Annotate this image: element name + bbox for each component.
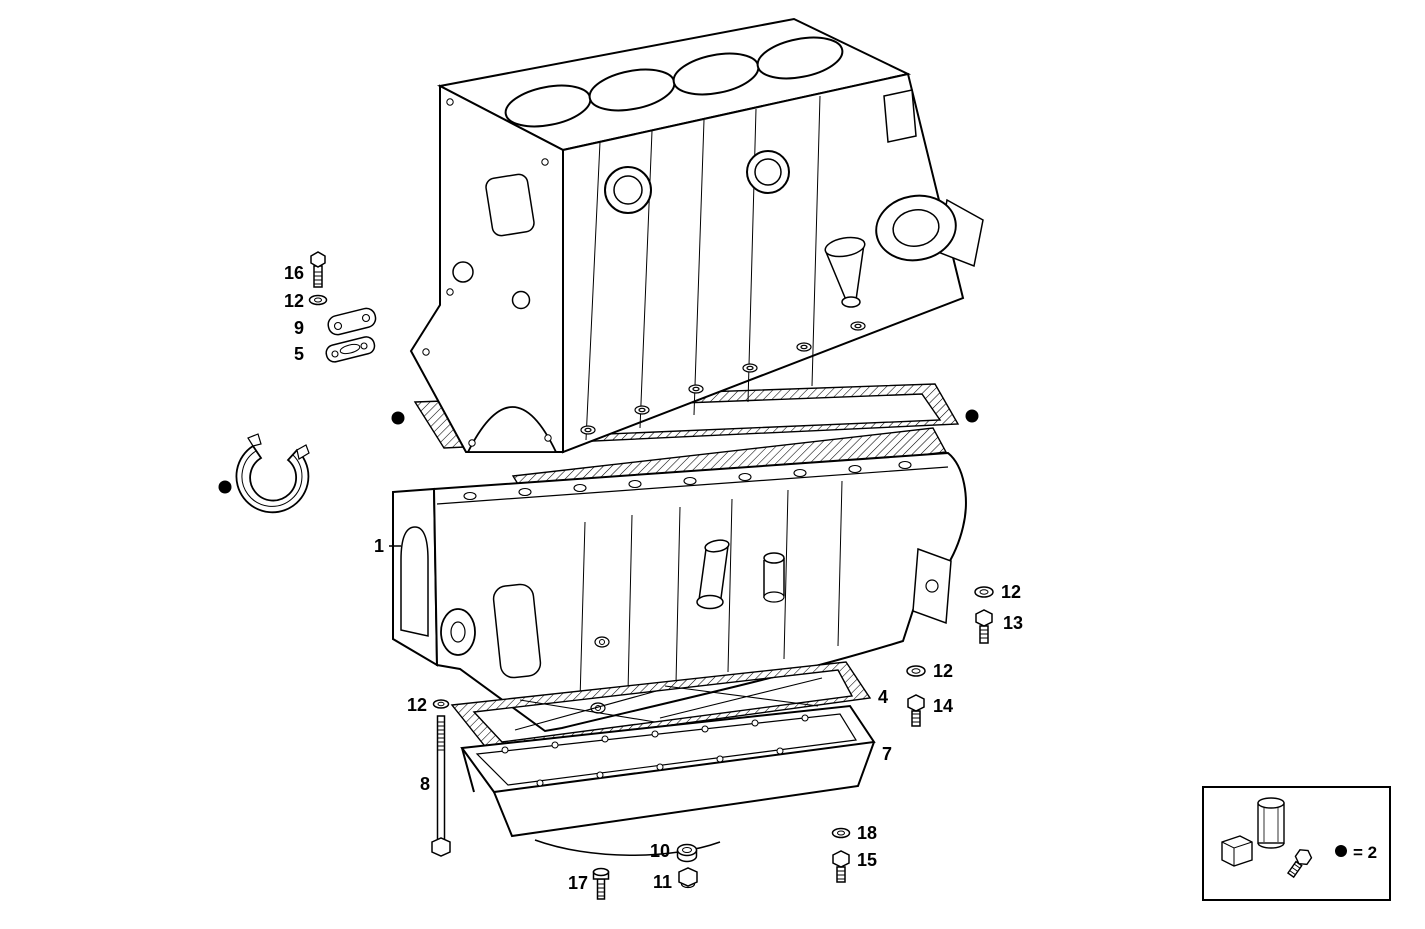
callout-label-12-a: 12 xyxy=(284,291,304,311)
callout-label-9: 9 xyxy=(294,318,304,338)
callout-label-14: 14 xyxy=(933,696,953,716)
thrust-half-ring xyxy=(235,433,310,514)
part-12-washer-a xyxy=(308,294,328,306)
callout-label-12-b: 12 xyxy=(407,695,427,715)
callout-label-17: 17 xyxy=(568,873,588,893)
legend-box: = 2 xyxy=(1202,786,1391,901)
callout-label-1: 1 xyxy=(374,536,384,556)
cylinder-block xyxy=(409,17,984,454)
callout-label-18: 18 xyxy=(857,823,877,843)
callout-label-15: 15 xyxy=(857,850,877,870)
callout-label-7: 7 xyxy=(882,744,892,764)
callout-label-16: 16 xyxy=(284,263,304,283)
part-12-washer-b xyxy=(432,699,450,709)
callout-label-12-d: 12 xyxy=(933,661,953,681)
legend-sample-parts xyxy=(1221,797,1313,879)
part-9-cover-plate xyxy=(327,307,377,336)
part-15-bolt xyxy=(832,850,850,883)
callout-label-8: 8 xyxy=(420,774,430,794)
part-10-nut xyxy=(676,843,698,863)
legend-equals-text: = 2 xyxy=(1353,843,1377,862)
oil-pan-gasket xyxy=(450,661,872,751)
part-17-screw xyxy=(592,867,610,900)
oil-pan xyxy=(460,704,876,856)
part-12-washer-c xyxy=(974,586,994,598)
callout-label-11: 11 xyxy=(653,872,672,892)
quantity-dot xyxy=(965,409,979,423)
crankcase xyxy=(392,451,967,733)
part-14-bolt xyxy=(907,694,925,727)
part-12-washer-d xyxy=(906,665,926,677)
part-5-cover-gasket xyxy=(325,336,376,363)
part-18-washer xyxy=(831,827,851,839)
part-16-bolt xyxy=(310,251,326,288)
part-11-plug xyxy=(678,867,698,889)
legend-dot xyxy=(1335,845,1347,857)
callout-label-4: 4 xyxy=(878,687,888,707)
part-8-long-bolt xyxy=(431,715,451,857)
callout-label-12-c: 12 xyxy=(1001,582,1021,602)
quantity-dot xyxy=(391,411,405,425)
quantity-dot xyxy=(218,480,232,494)
callout-label-13: 13 xyxy=(1003,613,1023,633)
callout-label-10: 10 xyxy=(650,841,670,861)
cylinder-bore xyxy=(756,36,844,80)
part-13-bolt xyxy=(975,609,993,644)
callout-label-5: 5 xyxy=(294,344,304,364)
